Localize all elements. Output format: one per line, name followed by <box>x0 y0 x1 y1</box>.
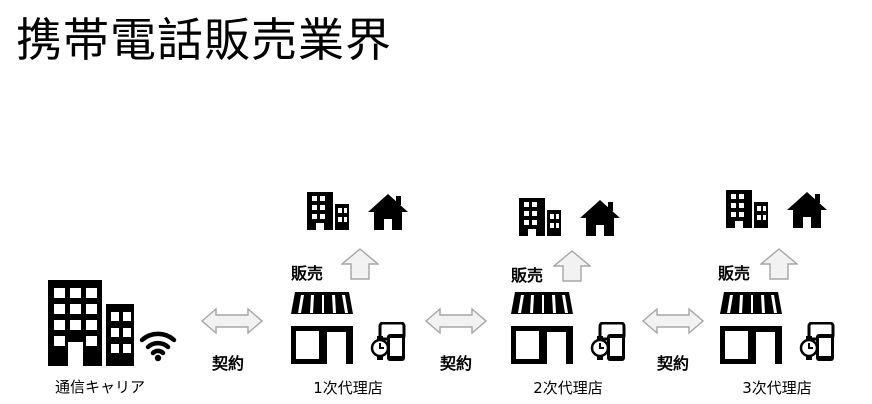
house-icon-1 <box>367 192 409 232</box>
wifi-icon <box>138 326 178 362</box>
carrier-building-icon <box>48 276 138 368</box>
contract-arrow-icon-1 <box>201 307 263 335</box>
contract-label-1: 契約 <box>212 354 245 373</box>
page-title: 携帯電話販売業界 <box>16 13 392 67</box>
sale-label-2: 販売 <box>511 266 544 285</box>
shop-icon-3 <box>718 292 784 364</box>
watch-phone-icon-1 <box>370 322 408 362</box>
contract-label-2: 契約 <box>440 354 473 373</box>
shop-icon-1 <box>289 292 355 364</box>
carrier-label: 通信キャリア <box>54 378 145 396</box>
sale-label-1: 販売 <box>291 264 324 283</box>
watch-phone-icon-3 <box>799 322 837 362</box>
sale-up-arrow-icon-1 <box>341 248 379 280</box>
office-building-icon-1 <box>307 192 349 230</box>
sale-up-arrow-icon-2 <box>553 250 591 282</box>
agency-label-2: 2次代理店 <box>533 379 603 397</box>
contract-arrow-icon-3 <box>642 307 704 335</box>
contract-label-3: 契約 <box>657 354 690 373</box>
contract-arrow-icon-2 <box>425 307 487 335</box>
sale-label-3: 販売 <box>718 264 751 283</box>
house-icon-2 <box>579 198 621 238</box>
house-icon-3 <box>786 190 828 230</box>
shop-icon-2 <box>509 292 575 364</box>
agency-label-1: 1次代理店 <box>313 379 383 397</box>
agency-label-3: 3次代理店 <box>742 379 812 397</box>
watch-phone-icon-2 <box>590 322 628 362</box>
office-building-icon-3 <box>726 190 768 228</box>
office-building-icon-2 <box>519 198 561 236</box>
sale-up-arrow-icon-3 <box>760 248 798 280</box>
